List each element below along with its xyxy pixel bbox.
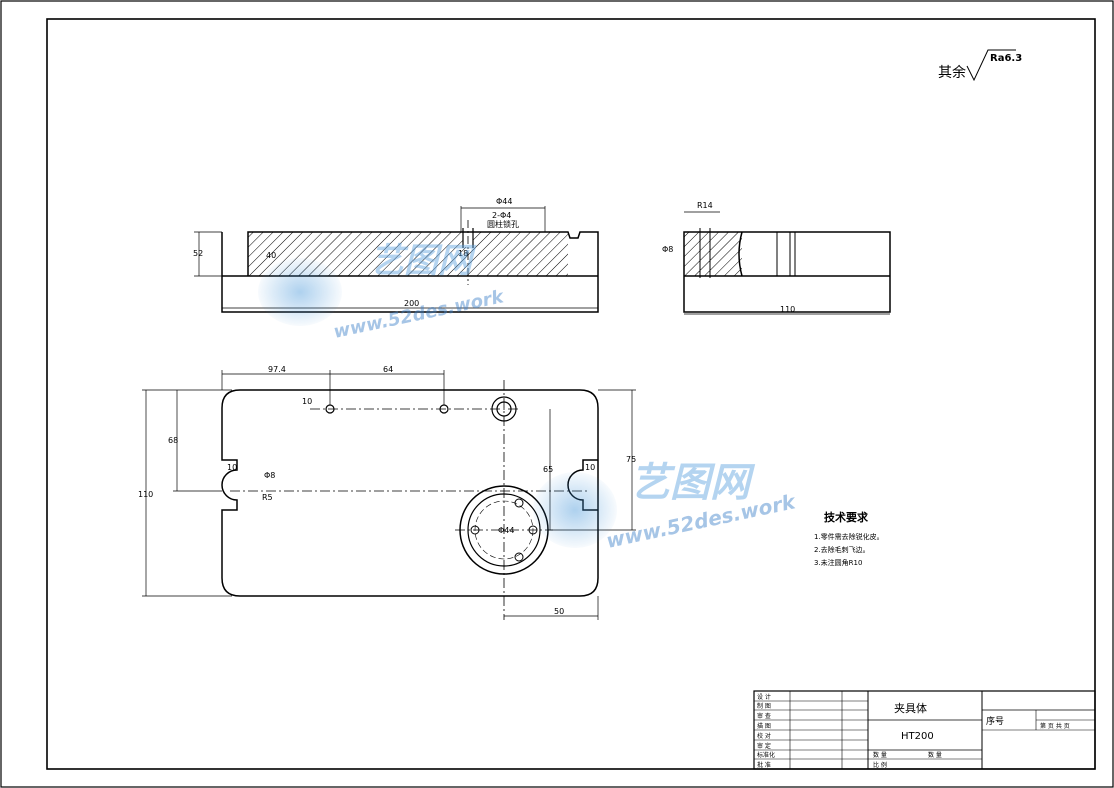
tb-row-label: 批 准 [757,761,771,769]
side-outline [683,231,891,313]
roughness-symbol [966,49,1016,82]
top-bore-hole-3 [470,525,480,535]
watermark-2: 艺图网 www.52des.work [533,460,799,553]
title-block-row-lines [754,700,868,760]
top-dim-slot-right: 10 [585,463,595,472]
top-dim-bore: Φ44 [498,526,514,535]
side-dim-overall-length: 110 [780,305,795,314]
roughness-prefix: 其余 [938,64,966,81]
tb-row-label: 设 计 [757,693,771,701]
side-hatch-area [684,232,742,276]
tb-sheet-label: 第 页 共 页 [1040,722,1070,730]
watermark-url-1: www.52des.work [332,286,507,343]
tb-row-label: 校 对 [757,732,771,740]
tb-row-label: 审 查 [757,712,771,720]
tb-row-label: 标准化 [757,751,775,759]
watermark-brand-1: 艺图网 [370,241,477,281]
top-dim-slot-left: 10 [227,463,237,472]
top-dim-c: 10 [302,397,312,406]
front-dim-top-width: Φ44 [496,197,512,206]
top-dim-left-height: 110 [138,490,153,499]
tb-row-label: 审 定 [757,742,771,750]
side-dim-left: Φ8 [662,245,673,254]
tb-material: HT200 [901,731,934,742]
top-dim-slot-r-left: R5 [262,493,273,502]
title-block: 夹具体 HT200 序号 第 页 共 页 数 量 数 量 比 例 设 计 制 图… [753,690,1096,770]
tech-req-item-3: 3.未注圆角R10 [814,558,862,567]
tb-part-name: 夹具体 [894,701,927,715]
tb-row-label: 制 图 [757,702,771,710]
side-dim-top: R14 [697,201,713,210]
tech-requirements: 技术要求 1.零件需去除锐化皮。 2.去除毛刺飞边。 3.未注圆角R10 [814,510,884,567]
watermark-logo-2 [533,472,617,548]
front-dim-slot: 18 [458,249,468,258]
front-outline [221,231,599,313]
tb-sequence-label: 序号 [986,715,1004,727]
roughness-value: Ra6.3 [990,53,1022,64]
top-dim-slot-dia-left: Φ8 [264,471,275,480]
front-dim-left-height: 52 [193,249,203,258]
front-hole-note-2: 圆柱锁孔 [487,219,519,229]
surface-roughness-note: 其余 Ra6.3 [938,49,1022,82]
top-dim-bottom: 50 [554,607,564,616]
top-bore-hole-1 [514,498,524,508]
tech-req-item-2: 2.去除毛刺飞边。 [814,545,870,554]
top-dim-left-inner: 68 [168,436,178,445]
top-dim-inner-right: 65 [543,465,553,474]
top-bore-hole-4 [528,525,538,535]
tb-count-label-1: 数 量 [873,751,887,759]
tb-scale-label: 比 例 [873,761,887,769]
tech-req-item-1: 1.零件需去除锐化皮。 [814,532,884,541]
top-dim-b: 64 [383,365,393,374]
drawing-frame [46,18,1096,770]
top-dim-a: 97.4 [268,365,286,374]
watermark-logo-1 [258,258,342,326]
tb-row-label: 描 图 [757,722,771,730]
tech-req-title: 技术要求 [824,510,869,524]
top-dim-right-height: 75 [626,455,636,464]
front-dim-inner-height: 40 [266,251,276,260]
top-bore-hole-2 [514,552,524,562]
top-outline [221,389,599,597]
tb-count-label-2: 数 量 [928,751,942,759]
watermark-brand-2: 艺图网 [630,460,756,506]
front-view: Φ44 2-Φ4 圆柱锁孔 52 40 18 200 [193,197,599,313]
side-view: R14 Φ8 110 [662,201,891,315]
front-hole-note-1: 2-Φ4 [492,211,511,220]
front-dim-overall-length: 200 [404,299,419,308]
